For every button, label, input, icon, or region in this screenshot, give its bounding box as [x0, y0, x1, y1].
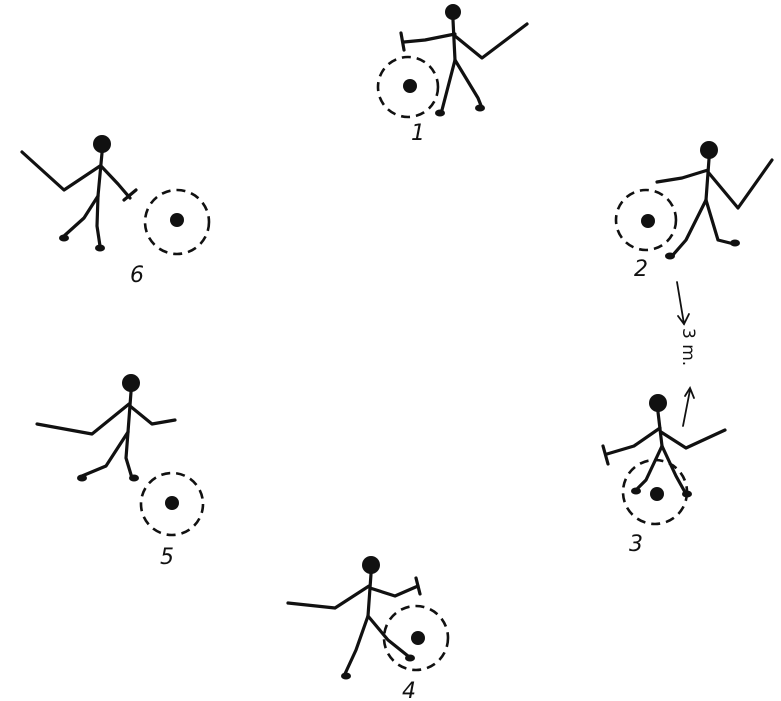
player-3-number: 3: [629, 532, 643, 557]
distance-indicator: 3 m.: [677, 282, 698, 426]
player-4-target: [384, 606, 448, 670]
player-2-number: 2: [634, 257, 648, 282]
player-5-number: 5: [160, 545, 174, 570]
player-6: 6: [22, 135, 209, 288]
player-3-figure: [603, 394, 725, 498]
player-5-figure: [37, 374, 175, 482]
player-2-figure: [657, 141, 772, 260]
player-3: 3: [603, 394, 725, 557]
player-1-target: [378, 57, 438, 117]
player-5: 5: [37, 374, 203, 570]
distance-arrow-down: [677, 282, 684, 324]
player-4: 4: [288, 556, 448, 701]
player-2: 2: [616, 141, 772, 282]
player-4-number: 4: [402, 679, 416, 701]
player-6-number: 6: [130, 263, 144, 288]
player-4-figure: [288, 556, 420, 680]
player-2-target: [616, 190, 676, 250]
player-1: 1: [378, 4, 527, 146]
player-1-number: 1: [411, 121, 425, 146]
player-6-target: [145, 190, 209, 254]
distance-arrow-up: [683, 390, 690, 426]
player-6-figure: [22, 135, 136, 252]
distance-label: 3 m.: [678, 328, 698, 366]
player-5-target: [141, 473, 203, 535]
